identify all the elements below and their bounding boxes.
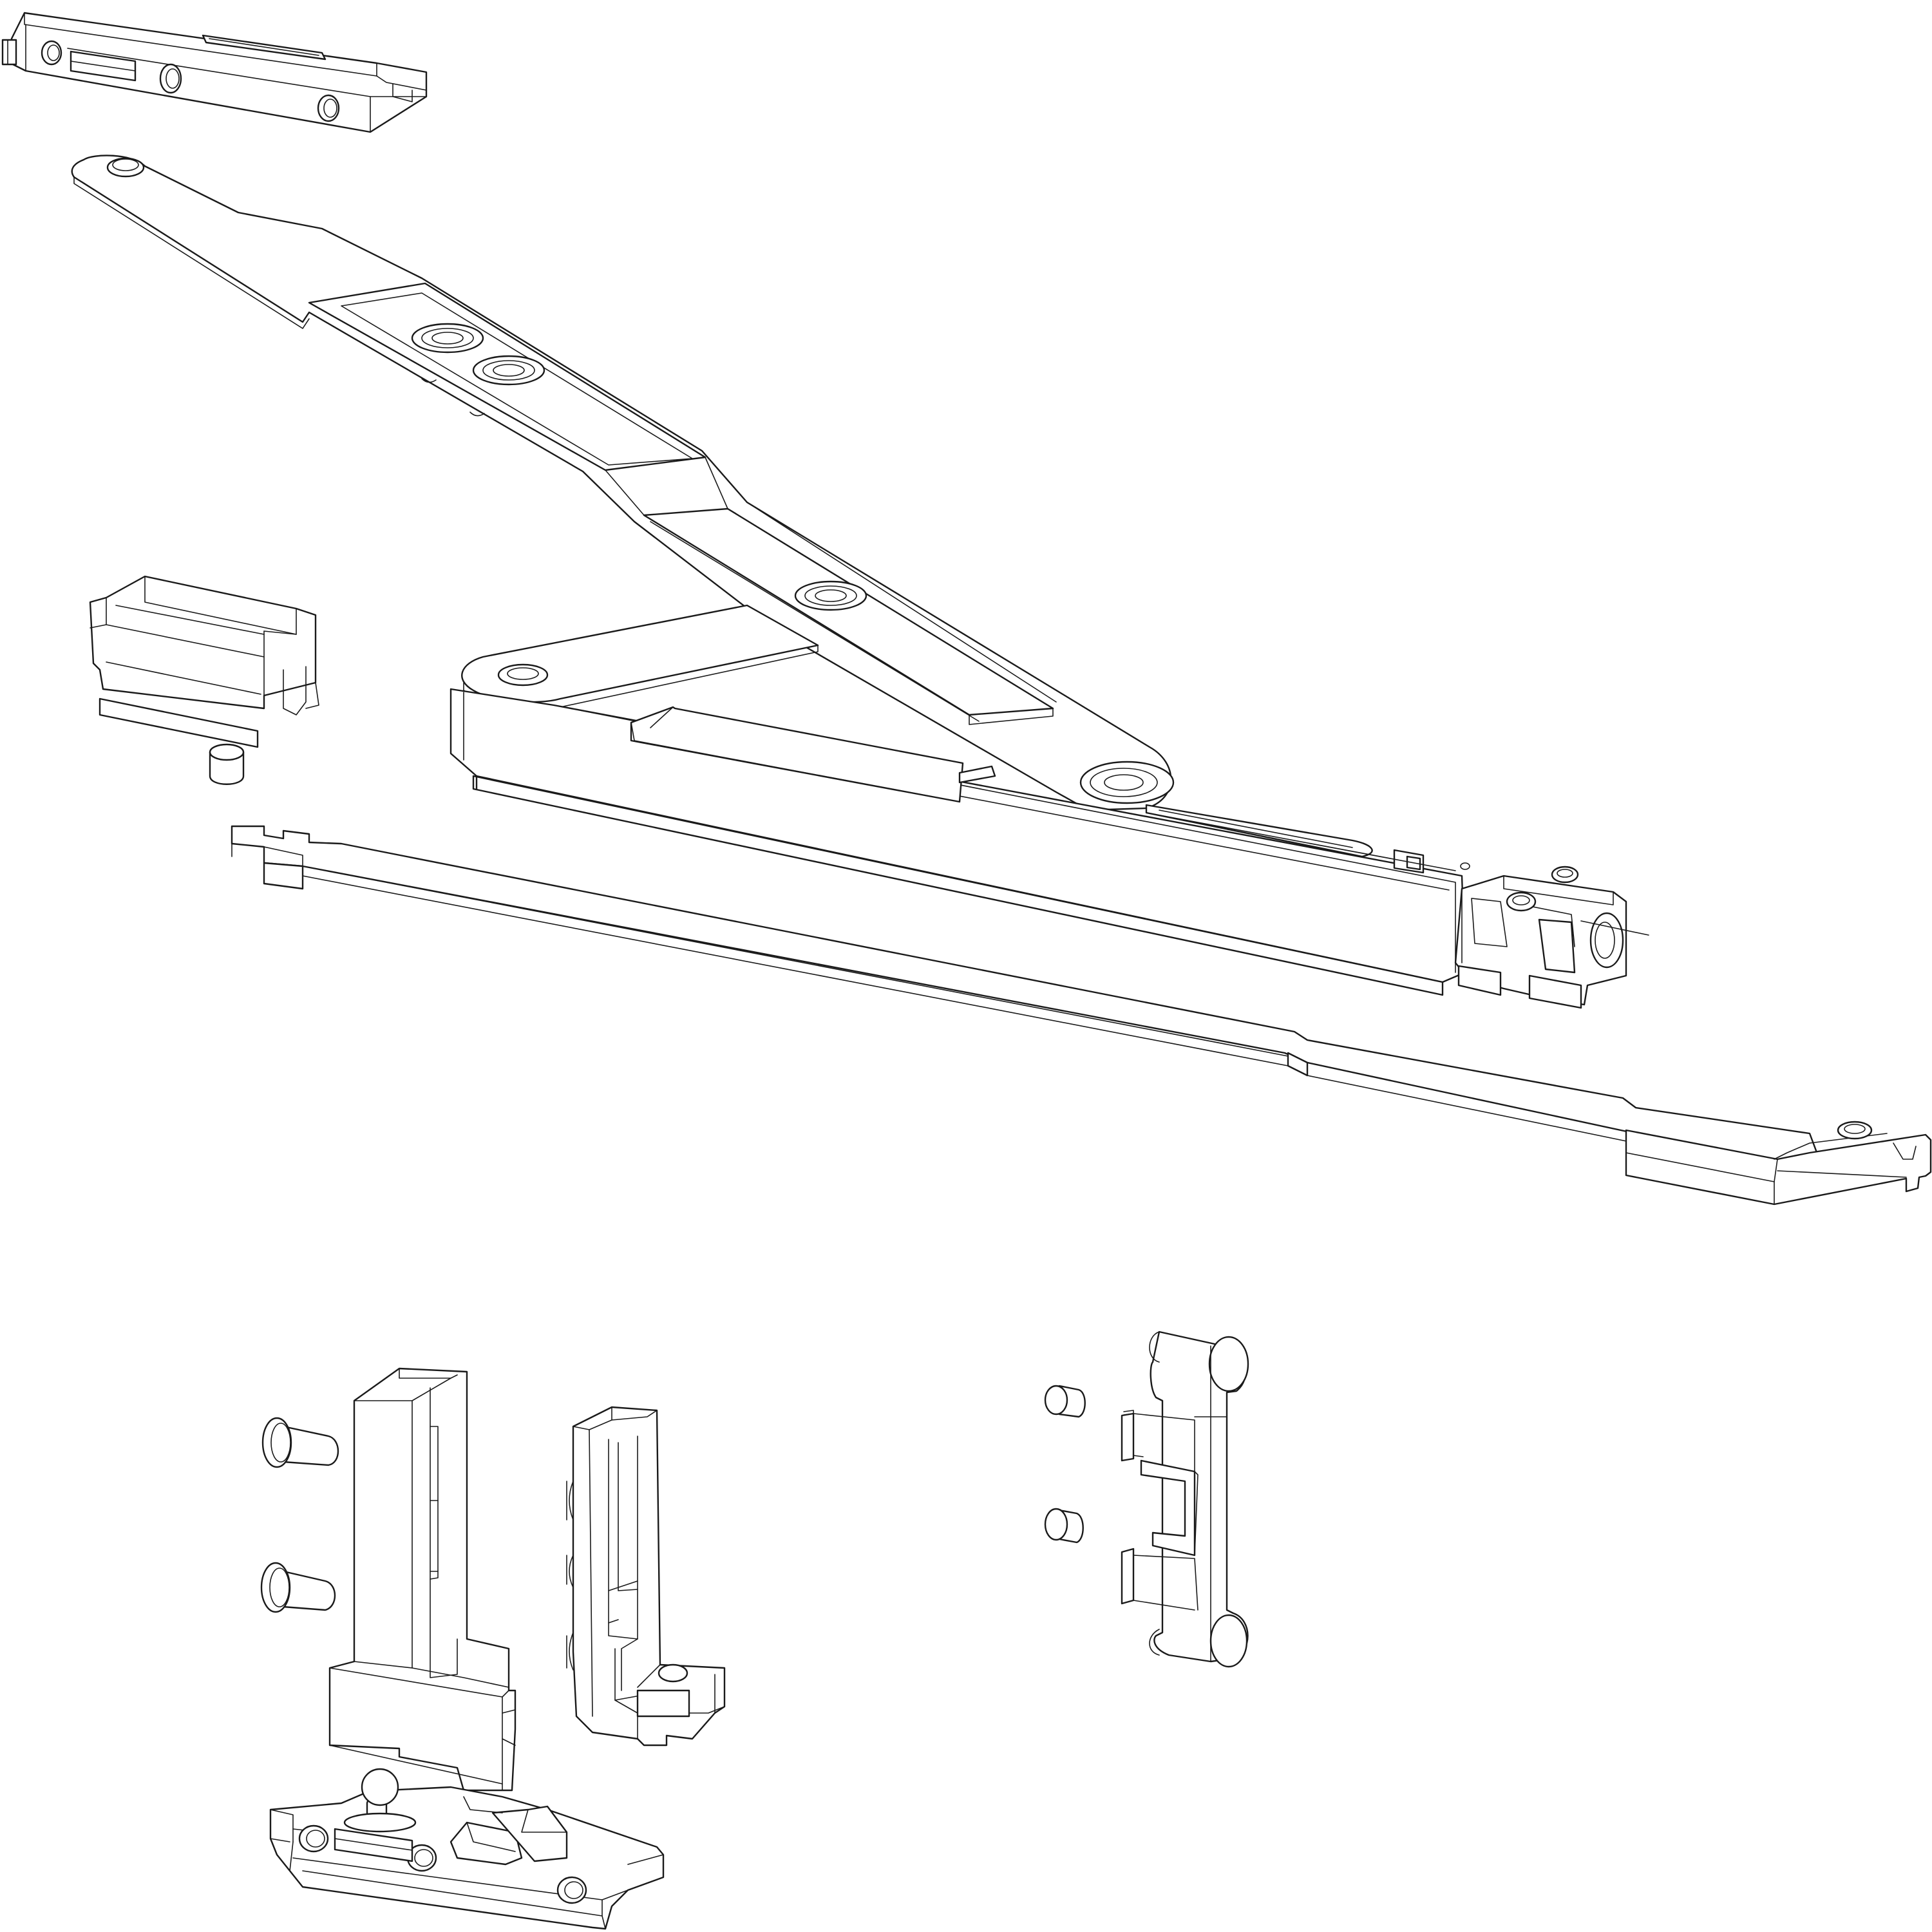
short-link-arm — [461, 604, 819, 708]
main-track-rail — [450, 688, 1470, 996]
vertical-corner-bracket-right — [566, 1406, 726, 1747]
bottom-locking-block — [269, 1768, 665, 1930]
small-cylinder-pin — [209, 743, 245, 785]
drive-bar — [231, 825, 1830, 1186]
dowel-pin-upper — [1044, 1385, 1086, 1418]
vertical-corner-bracket-left — [328, 1367, 516, 1792]
drive-bar-end-block — [1625, 1121, 1932, 1206]
countersunk-screw-upper — [261, 1417, 339, 1468]
dowel-pin-lower — [1044, 1508, 1084, 1544]
vertical-clip-plate — [1121, 1331, 1249, 1668]
upper-stay-arm — [71, 155, 1175, 811]
small-guide-clip — [89, 575, 319, 748]
end-cap-guide-block — [1454, 866, 1649, 1009]
countersunk-screw-lower — [260, 1562, 336, 1613]
top-slider-block — [1, 12, 428, 133]
